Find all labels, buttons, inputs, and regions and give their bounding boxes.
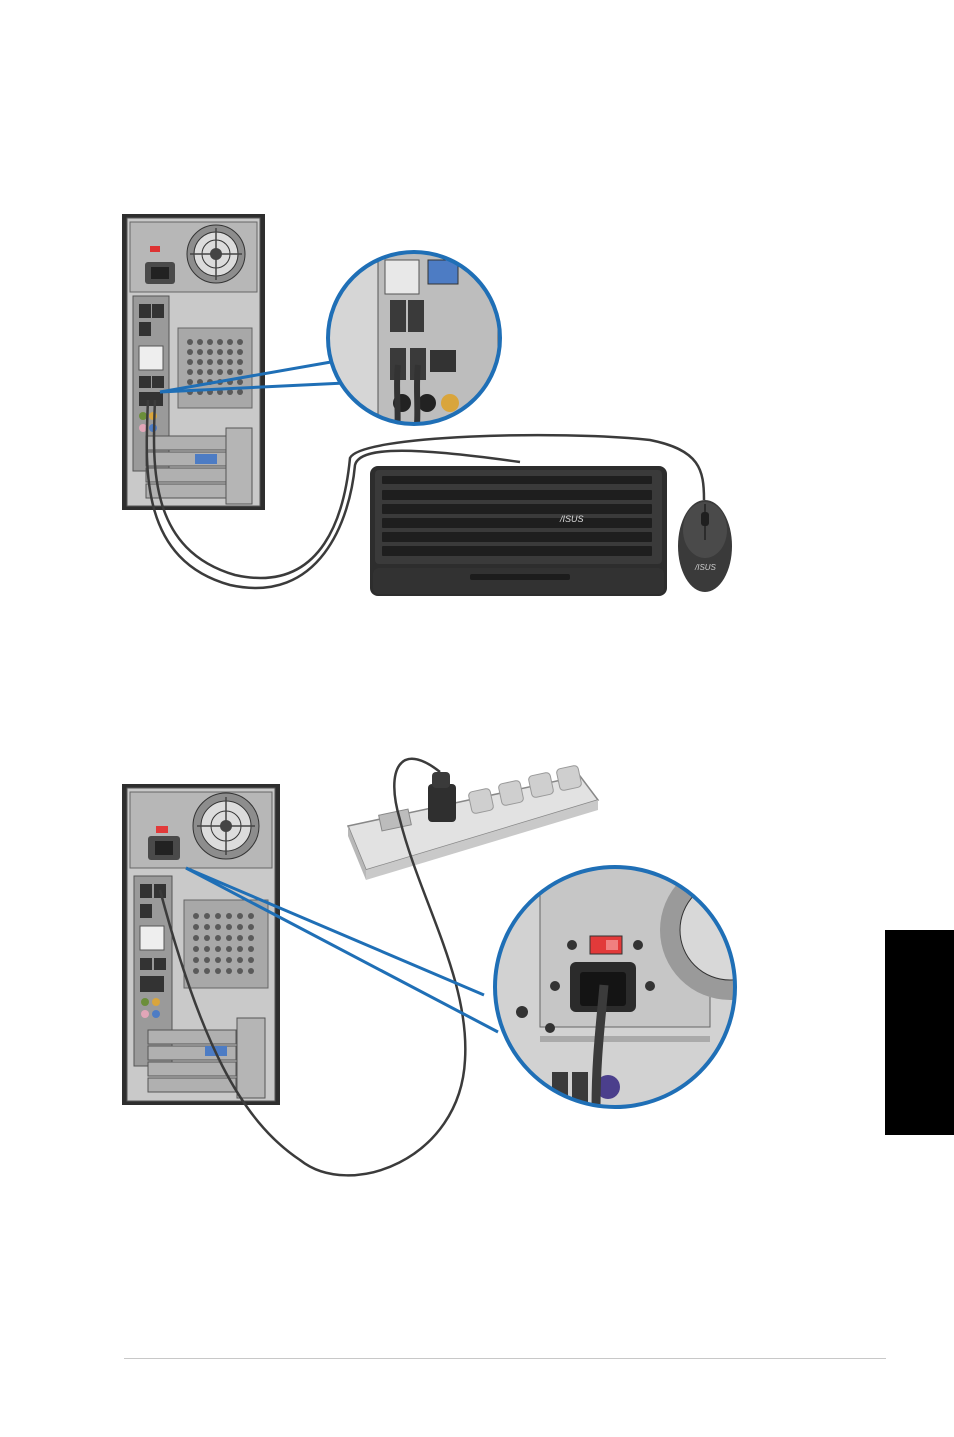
pc-tower-back <box>122 784 280 1105</box>
mouse: /ISUS <box>678 500 732 592</box>
power-cord-svg <box>0 740 954 1200</box>
chapter-tab <box>885 930 954 1135</box>
keyboard-logo: /ISUS <box>559 514 584 524</box>
pc-tower-back <box>122 214 265 510</box>
magnified-power-socket <box>495 860 800 1110</box>
keyboard: /ISUS <box>370 466 667 596</box>
keyboard-mouse-illustration: /ISUS /ISUS <box>0 200 954 610</box>
footer-rule <box>124 1358 886 1359</box>
magnified-port-view <box>320 240 520 440</box>
power-cord-illustration <box>0 740 954 1200</box>
power-strip <box>348 765 598 880</box>
mouse-logo: /ISUS <box>694 563 717 572</box>
keyboard-mouse-svg: /ISUS /ISUS <box>0 200 954 610</box>
